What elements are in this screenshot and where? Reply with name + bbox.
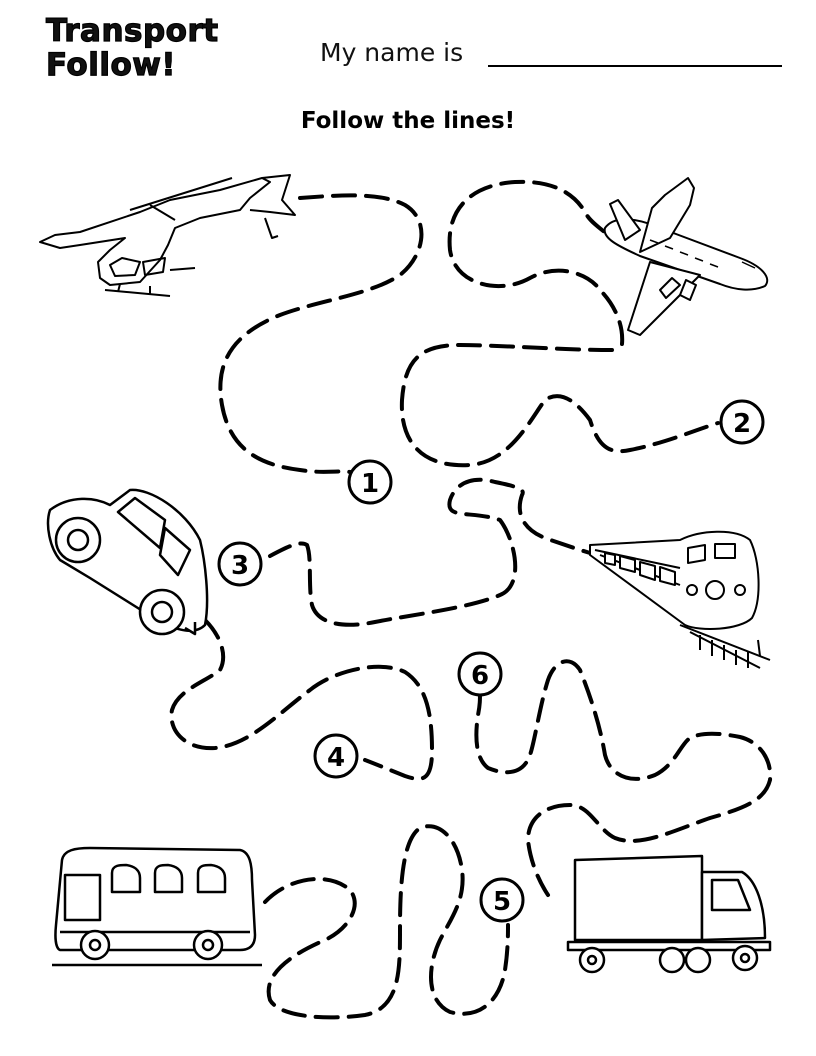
- number-5-label: 5: [493, 887, 511, 917]
- number-2-badge: 2: [719, 399, 765, 445]
- dashed-path-1[interactable]: [218, 193, 424, 474]
- number-3-badge: 3: [217, 541, 263, 587]
- dashed-path-5b[interactable]: [474, 659, 773, 897]
- number-6-label: 6: [471, 661, 489, 691]
- dashed-path-2b[interactable]: [399, 343, 720, 468]
- title-line-2: Follow!: [45, 47, 177, 83]
- airplane-icon: [603, 177, 769, 336]
- name-label: My name is: [320, 38, 464, 67]
- title-line-1: Transport: [45, 13, 219, 49]
- number-2-label: 2: [733, 409, 751, 439]
- dashed-path-3[interactable]: [268, 477, 592, 627]
- dashed-path-5[interactable]: [263, 824, 510, 1020]
- instruction-heading: Follow the lines!: [300, 108, 516, 134]
- name-input-line[interactable]: [488, 65, 782, 67]
- number-1-label: 1: [361, 469, 379, 499]
- car-icon: [46, 488, 209, 636]
- helicopter-icon: [39, 174, 296, 297]
- number-5-badge: 5: [479, 877, 525, 923]
- number-3-label: 3: [231, 551, 249, 581]
- number-4-label: 4: [327, 743, 345, 773]
- dashed-path-2[interactable]: [447, 179, 625, 346]
- bus-icon: [52, 846, 262, 967]
- number-1-badge: 1: [347, 459, 393, 505]
- number-6-badge: 6: [457, 651, 503, 697]
- number-4-badge: 4: [313, 733, 359, 779]
- train-icon: [589, 530, 771, 669]
- worksheet-title: Transport Follow!: [45, 13, 219, 83]
- number-markers: 1 2 3 4 5 6: [217, 399, 765, 923]
- truck-icon: [566, 854, 772, 974]
- dashed-path-4[interactable]: [169, 618, 434, 781]
